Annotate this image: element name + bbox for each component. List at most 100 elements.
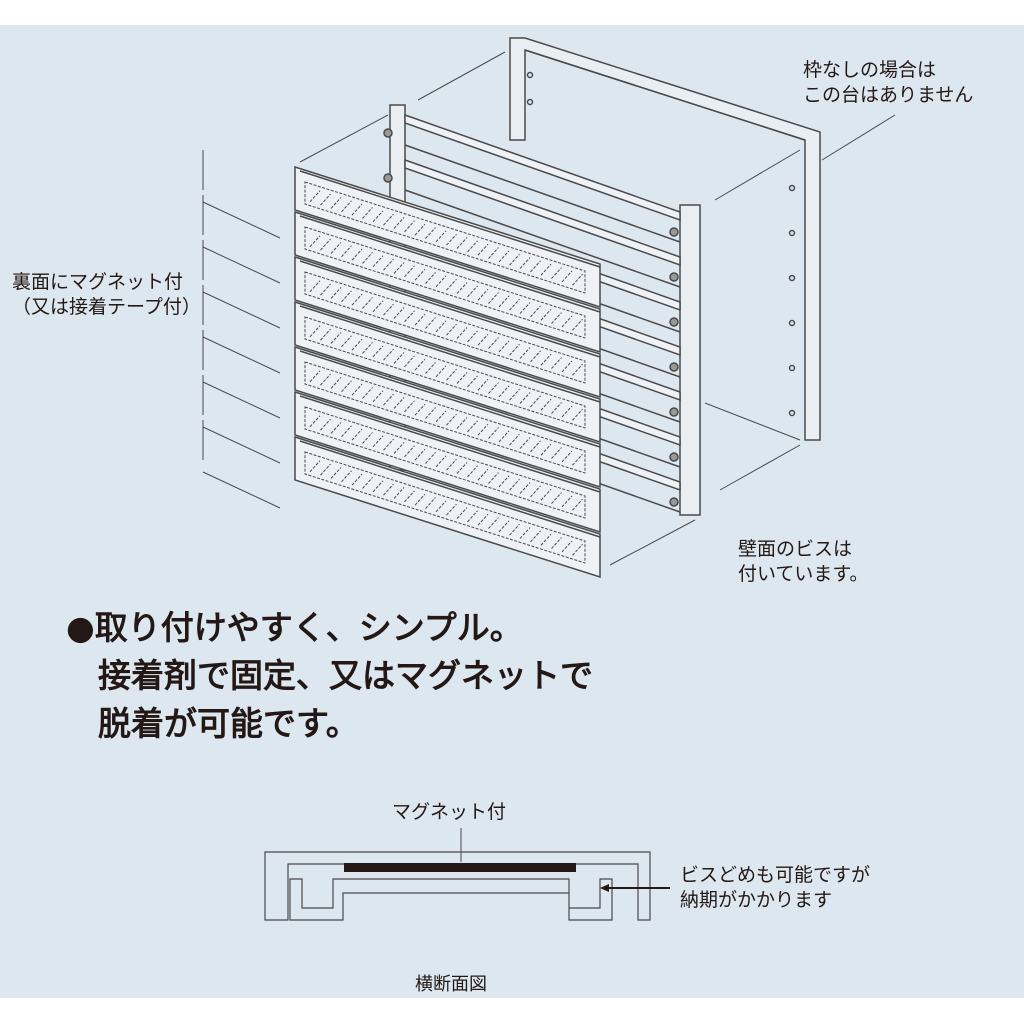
leader [202, 381, 281, 419]
vent-slot [509, 523, 520, 536]
vent-slot [383, 438, 394, 451]
vent-slot [351, 473, 363, 486]
vent-slot [372, 300, 384, 313]
vent-slot [456, 462, 468, 474]
vent-slot [309, 280, 321, 293]
vent-slot [362, 387, 373, 399]
note-line: 裏面にマグネット付 [12, 271, 184, 293]
headline: ●取り付けやすく、シンプル。 接着剤で固定、又はマグネットで 脱着が可能です。 [66, 604, 593, 748]
vent-slot [561, 315, 573, 328]
vent-slot [551, 492, 562, 504]
slat-edge [299, 440, 601, 538]
vent-slot [372, 480, 384, 493]
screw-icon [669, 227, 679, 237]
vent-slot [477, 423, 489, 436]
leader-lines [202, 51, 896, 566]
screw-icon [669, 497, 679, 507]
slat-face [294, 255, 601, 399]
screw-icon [383, 128, 393, 138]
vent-slot [435, 320, 447, 333]
vent-slot [540, 263, 552, 276]
vent-slot [414, 493, 426, 506]
vent-slot [540, 443, 552, 456]
vent-slot [572, 498, 583, 511]
leader [202, 426, 281, 464]
headline-line: 接着剤で固定、又はマグネットで [98, 656, 593, 695]
vent-slot [372, 255, 384, 268]
slat-face [294, 390, 601, 534]
vent-slot [498, 385, 510, 398]
vent-slot [551, 402, 562, 414]
slat-edge [299, 215, 601, 313]
slat-edge [299, 395, 601, 493]
screw-hole [788, 319, 796, 327]
vent-slot [467, 285, 478, 298]
vent-slot [519, 257, 531, 269]
screw-icon [669, 452, 679, 462]
vent-slot [561, 270, 573, 283]
vent-slot [425, 227, 436, 239]
vent-slot [572, 543, 583, 556]
vent-slot [372, 435, 384, 448]
vent-slot [404, 310, 415, 323]
section-title: 横断面図 [415, 974, 487, 995]
vent-slot [477, 468, 489, 481]
vent-slot [530, 530, 541, 543]
vent-slot [572, 363, 583, 376]
vent-slot [383, 348, 394, 361]
vent-slot [330, 197, 342, 209]
leader [202, 291, 281, 329]
vent-slot [362, 252, 373, 264]
vent-slot [456, 507, 468, 519]
slat-edge [299, 305, 601, 403]
vent-slot [467, 240, 478, 253]
vent-slot [572, 318, 583, 331]
vent-slot [561, 540, 573, 553]
vent-slot [341, 290, 352, 303]
vent-slot [456, 282, 468, 294]
vent-slot [383, 303, 394, 316]
vent-slot [435, 275, 447, 288]
vent-slots [304, 181, 586, 294]
vent-slot [362, 207, 373, 219]
vent-slot [519, 392, 531, 404]
vent-slot [509, 343, 520, 356]
slat-edge [299, 170, 601, 268]
vent-slot [530, 440, 541, 453]
cross-section-drawing [264, 828, 670, 921]
note-line: 枠なしの場合は [803, 59, 937, 81]
vent-slot [540, 398, 552, 411]
vent-slot [467, 330, 478, 343]
vent-slot [530, 305, 541, 318]
leader [202, 336, 281, 374]
vent-slot [309, 415, 321, 428]
vent-slot [383, 393, 394, 406]
vent-slot [530, 260, 541, 273]
vent-slot [561, 495, 573, 508]
screw-hole [788, 229, 796, 237]
vent-slot [425, 407, 436, 419]
vent-slot [351, 248, 363, 261]
vent-slot [351, 338, 363, 351]
vent-slot [414, 448, 426, 461]
vent-slot [477, 288, 489, 301]
vent-slot [488, 247, 499, 259]
vent-outline [304, 271, 586, 384]
vent-slot [414, 223, 426, 236]
note-line: この台はありません [803, 84, 974, 106]
vent-slot [540, 308, 552, 321]
vent-slot [498, 340, 510, 353]
vent-outline [304, 361, 586, 474]
screw-hole [788, 409, 796, 417]
vent-slot [383, 213, 394, 226]
vent-slot [330, 377, 342, 389]
vent-slot [425, 452, 436, 464]
rail-edge [404, 144, 681, 243]
vent-slot [488, 472, 499, 484]
slat-edge [299, 260, 601, 358]
vent-slot [372, 210, 384, 223]
wall-screws-note: 壁面のビスは 付いています。 [738, 537, 869, 587]
slat-stack [294, 165, 601, 579]
slat [294, 210, 601, 354]
